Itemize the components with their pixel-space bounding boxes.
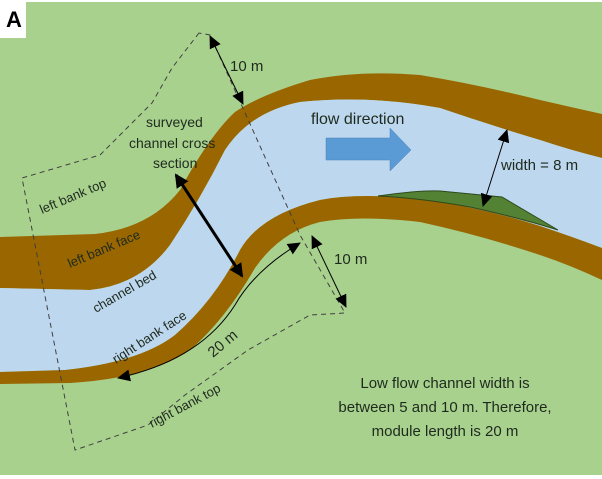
- width-arrow: [480, 129, 510, 207]
- label-width: width = 8 m: [500, 157, 578, 174]
- note-line-2: between 5 and 10 m. Therefore,: [338, 399, 551, 416]
- label-surveyed-3: section: [153, 155, 197, 171]
- label-flow-direction: flow direction: [311, 111, 404, 128]
- dimension-10m-bottom: [311, 235, 347, 308]
- vegetated-bar: [377, 190, 559, 231]
- panel-label: A: [6, 7, 22, 32]
- label-10m-bottom: 10 m: [334, 251, 367, 268]
- label-10m-top: 10 m: [230, 58, 263, 75]
- panel-label-box: [0, 0, 26, 38]
- label-surveyed-2: channel cross: [129, 135, 215, 151]
- module-outline: [21, 32, 346, 451]
- dimension-20m-arrow: [117, 242, 301, 382]
- note-line-1: Low flow channel width is: [360, 375, 529, 392]
- left-bank-face: [0, 73, 602, 290]
- dimension-10m-top: [209, 35, 244, 105]
- label-surveyed-1: surveyed: [146, 114, 203, 130]
- note-line-3: module length is 20 m: [372, 423, 519, 440]
- bottom-margin: [0, 475, 602, 479]
- flow-direction-arrow-icon: [325, 127, 412, 172]
